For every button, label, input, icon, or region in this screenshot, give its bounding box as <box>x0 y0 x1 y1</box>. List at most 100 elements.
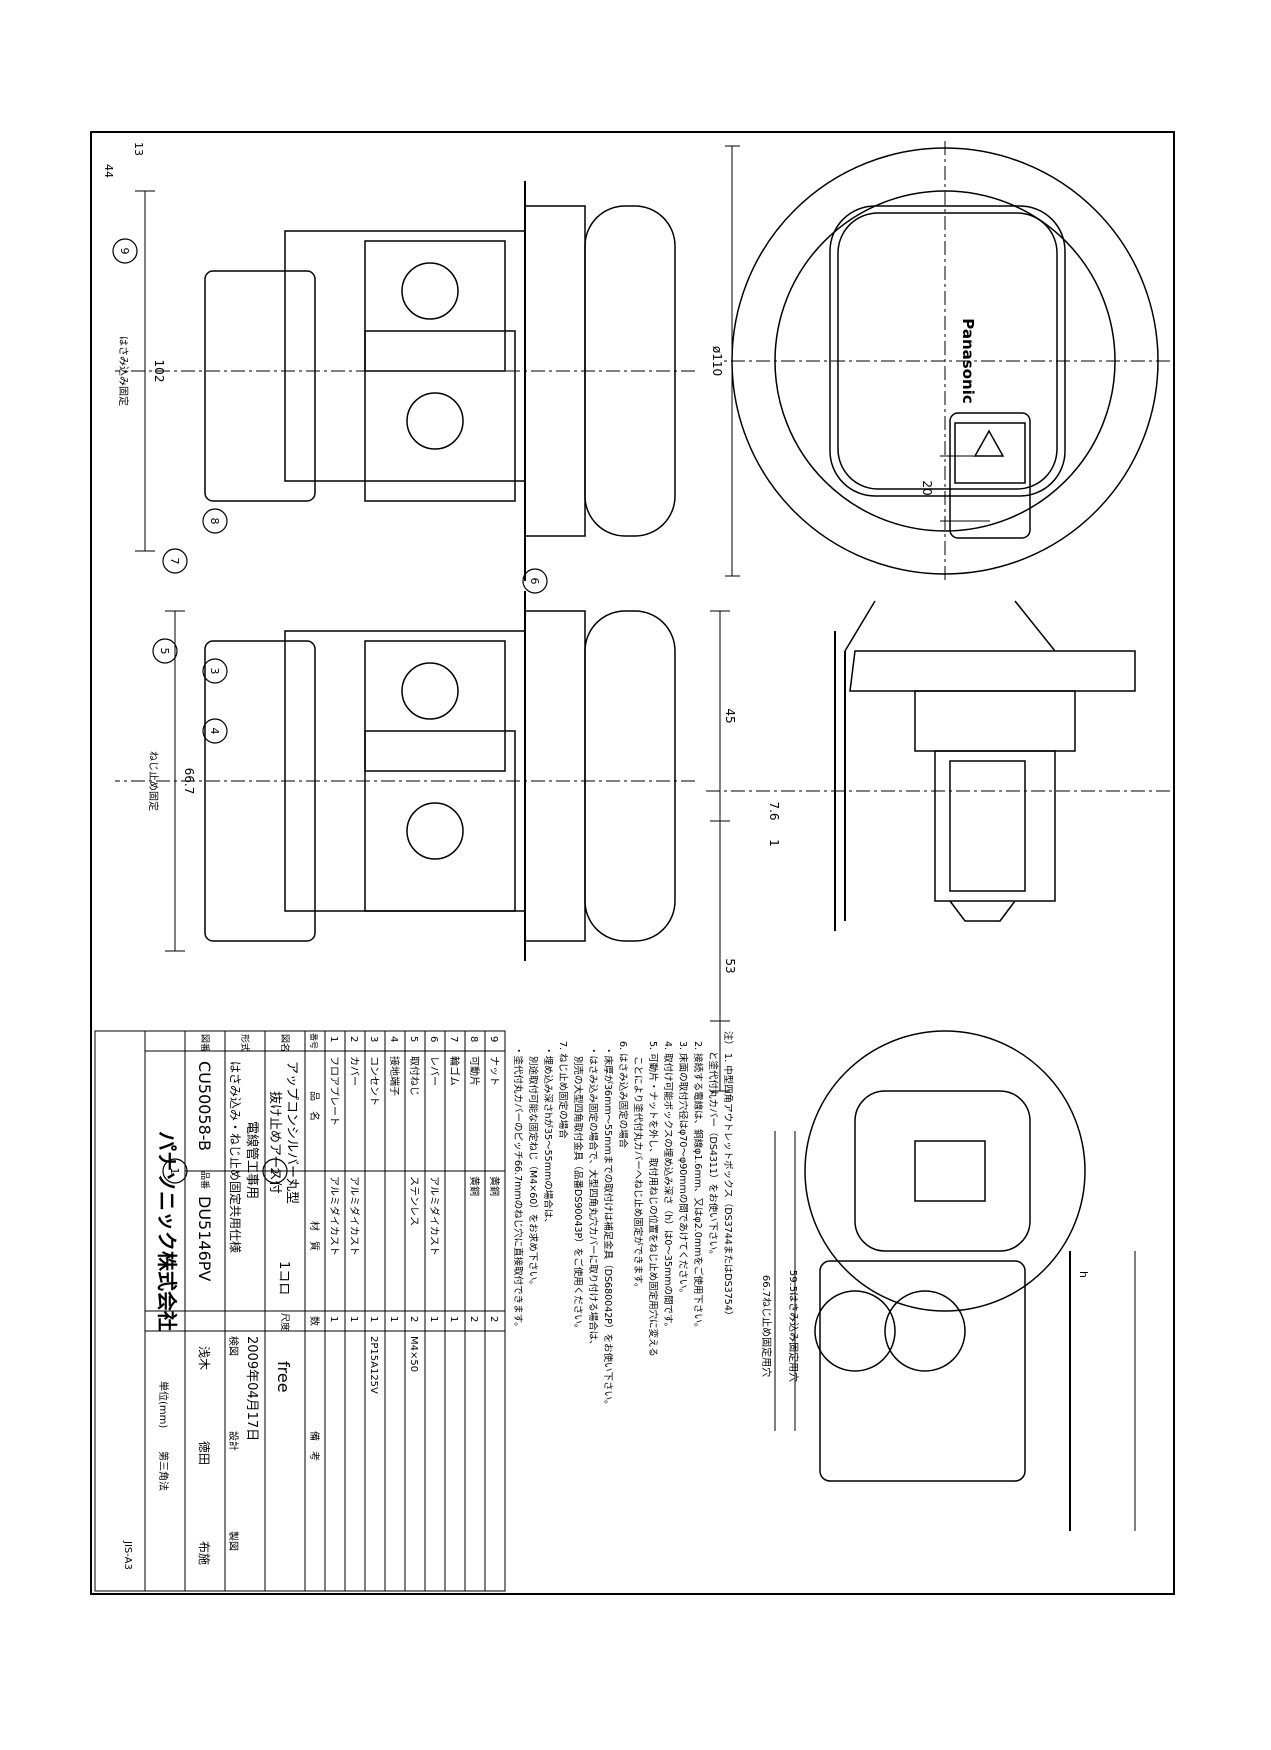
table-row-qty: 1 <box>448 1316 459 1322</box>
table-row-qty: 1 <box>348 1316 359 1322</box>
table-row-name: 輪ゴム <box>448 1056 461 1086</box>
front-view-left <box>115 181 695 581</box>
table-row-no: 4 <box>388 1036 399 1042</box>
note-line: ・はさみ込み固定の場合で、大型四角丸穴カバーに取り付ける場合は、 <box>587 1046 599 1350</box>
table-header-no: 番号 <box>309 1033 319 1049</box>
table-row-material: アルミダイカスト <box>328 1176 341 1256</box>
balloon-5-label: 5 <box>158 648 171 655</box>
dim-13: 13 <box>132 142 145 156</box>
table-row-no: 8 <box>468 1036 479 1042</box>
dim-h: h <box>1077 1271 1090 1278</box>
top-right-view <box>774 1030 1136 1531</box>
dim-53: 53 <box>723 958 737 973</box>
balloon-9 <box>112 238 138 264</box>
technical-drawing: Panasonic ø110 20 45 7.6 1 53 59.5はさみ込み固… <box>90 131 1175 1595</box>
table-row-name: フロアプレート <box>328 1056 340 1126</box>
note-line: ・埋め込み深さhが35～55mmの場合は、 <box>542 1046 554 1228</box>
balloon-4-label: 4 <box>208 728 221 735</box>
stamp-1: 浅木 <box>197 1346 211 1370</box>
balloon-9-label: 9 <box>118 248 131 255</box>
table-row-name: 可動片 <box>468 1056 481 1086</box>
table-row-no: 3 <box>368 1036 379 1042</box>
table-row-no: 6 <box>428 1036 439 1042</box>
balloon-8-label: 8 <box>208 518 221 525</box>
table-row-remark: M4×50 <box>408 1336 419 1372</box>
title-block-text: 図名 アップコンシルバー丸型 抜け止めアース付 1コロ 尺度 free 形式 電… <box>122 1034 299 1570</box>
table-row-qty: 2 <box>468 1316 479 1322</box>
dim-45: 45 <box>723 708 737 723</box>
dim-20: 20 <box>920 480 934 495</box>
table-row-qty: 1 <box>368 1316 379 1322</box>
table-row-material: 黄銅 <box>488 1176 501 1196</box>
table-row-name: ナット <box>488 1056 500 1086</box>
dim-1: 1 <box>767 839 781 847</box>
note-line: 注） 1. 中型四角アウトレットボックス（DS3744またはDS3754） <box>722 1031 734 1320</box>
balloon-3 <box>202 658 228 684</box>
title-scale: free <box>274 1361 293 1393</box>
side-section-view <box>705 600 1170 1092</box>
note-line: 2. 接続する電線は、銅線φ1.6mm、又はφ2.0mmをご使用下さい。 <box>692 1041 704 1332</box>
front-view-middle <box>115 591 695 961</box>
rotated-drawing: Panasonic ø110 20 45 7.6 1 53 59.5はさみ込み固… <box>90 131 1175 1595</box>
dim-102: 102 <box>152 360 166 383</box>
title-name-line2: 抜け止めアース付 <box>267 1091 283 1194</box>
dim-102-label: はさみ込み固定 <box>117 336 130 406</box>
balloon-4 <box>202 718 228 744</box>
note-line: 7. ねじ止め固定の場合 <box>557 1041 569 1139</box>
title-qty: 1コロ <box>276 1261 291 1295</box>
table-header-remark: 備 考 <box>308 1431 321 1461</box>
stamp-2: 徳田 <box>197 1441 212 1465</box>
title-draw: 製図 <box>227 1531 240 1551</box>
title-drawing-no: CU50058-B <box>195 1061 214 1151</box>
table-row-no: 5 <box>408 1036 419 1042</box>
table-row-qty: 1 <box>388 1316 399 1322</box>
note-line: ことにより塗代付丸カバーへねじ止め固定ができます。 <box>632 1056 644 1292</box>
table-row-no: 9 <box>488 1036 499 1042</box>
table-row-name: コンセント <box>368 1056 380 1106</box>
table-row-no: 7 <box>448 1036 459 1042</box>
table-row-name: 取付ねじ <box>408 1056 421 1096</box>
panasonic-logo: Panasonic <box>959 318 977 403</box>
balloon-6-label: 6 <box>528 578 541 585</box>
note-line: 別途取付可能な固定ねじ（M4×60）をお求め下さい。 <box>527 1056 539 1290</box>
table-header-name: 品 名 <box>308 1091 321 1121</box>
note-line: 5. 可動片・ナットを外し、取付用ねじの位置をねじ止め固定用穴に変える <box>647 1041 659 1357</box>
balloon-3-label: 3 <box>208 668 221 675</box>
notes-block: 注） 1. 中型四角アウトレットボックス（DS3744またはDS3754） と塗… <box>512 1031 734 1410</box>
sheet-frame <box>90 131 1175 1595</box>
title-name-line1: アップコンシルバー丸型 <box>284 1061 299 1204</box>
dim-44: 44 <box>102 164 115 178</box>
title-type-label: 形式 <box>239 1034 251 1052</box>
title-type-line2: はさみ込み・ねじ止め固定共用仕様 <box>228 1061 243 1253</box>
title-product-no: DU5146PV <box>195 1196 214 1281</box>
title-name-label: 図名 <box>279 1034 291 1052</box>
std-label: JIS-A3 <box>122 1540 133 1570</box>
title-date: 2009年04月17日 <box>244 1336 259 1441</box>
note-line: 6. はさみ込み固定の場合 <box>617 1041 629 1149</box>
note-line: 別売の大型四角取付金具（品番DS90043P）をご使用ください。 <box>572 1056 584 1333</box>
title-block <box>94 1030 306 1592</box>
balloon-8 <box>202 508 228 534</box>
table-row-material: 黄銅 <box>468 1176 481 1196</box>
title-design: 設計 <box>227 1431 240 1451</box>
dim-59-5: 59.5はさみ込み固定用穴 <box>787 1270 800 1382</box>
title-number-label: 図番 <box>199 1034 211 1052</box>
balloon-6 <box>522 568 548 594</box>
part-balloons <box>112 238 548 1184</box>
title-product-label: 品番 <box>199 1171 211 1189</box>
dim-66-7-top: 66.7ねじ止め固定用穴 <box>760 1275 773 1377</box>
table-header-qty: 数 <box>308 1316 321 1326</box>
unit-label: 単位(mm) <box>157 1381 170 1428</box>
dim-7-6: 7.6 <box>767 801 781 820</box>
title-type-line1: 電線管工事用 <box>244 1121 260 1199</box>
table-row-qty: 1 <box>328 1316 339 1322</box>
table-row-name: カバー <box>348 1056 360 1086</box>
company-name: パナソニック株式会社 <box>155 1131 179 1331</box>
note-line: 4. 取付け可能ボックスの埋め込み深さ（h）は0～35mmの間です。 <box>662 1041 674 1332</box>
note-line: 3. 床面の取付穴径はφ70～φ90mmの間であけてください。 <box>677 1041 689 1298</box>
title-scale-label: 尺度 <box>279 1313 291 1331</box>
title-check: 検図 <box>227 1336 240 1356</box>
table-row-material: アルミダイカスト <box>428 1176 441 1256</box>
note-line: ・塗代付丸カバーのピッチ66.7mmのねじ穴に直接取付できます。 <box>512 1046 524 1332</box>
